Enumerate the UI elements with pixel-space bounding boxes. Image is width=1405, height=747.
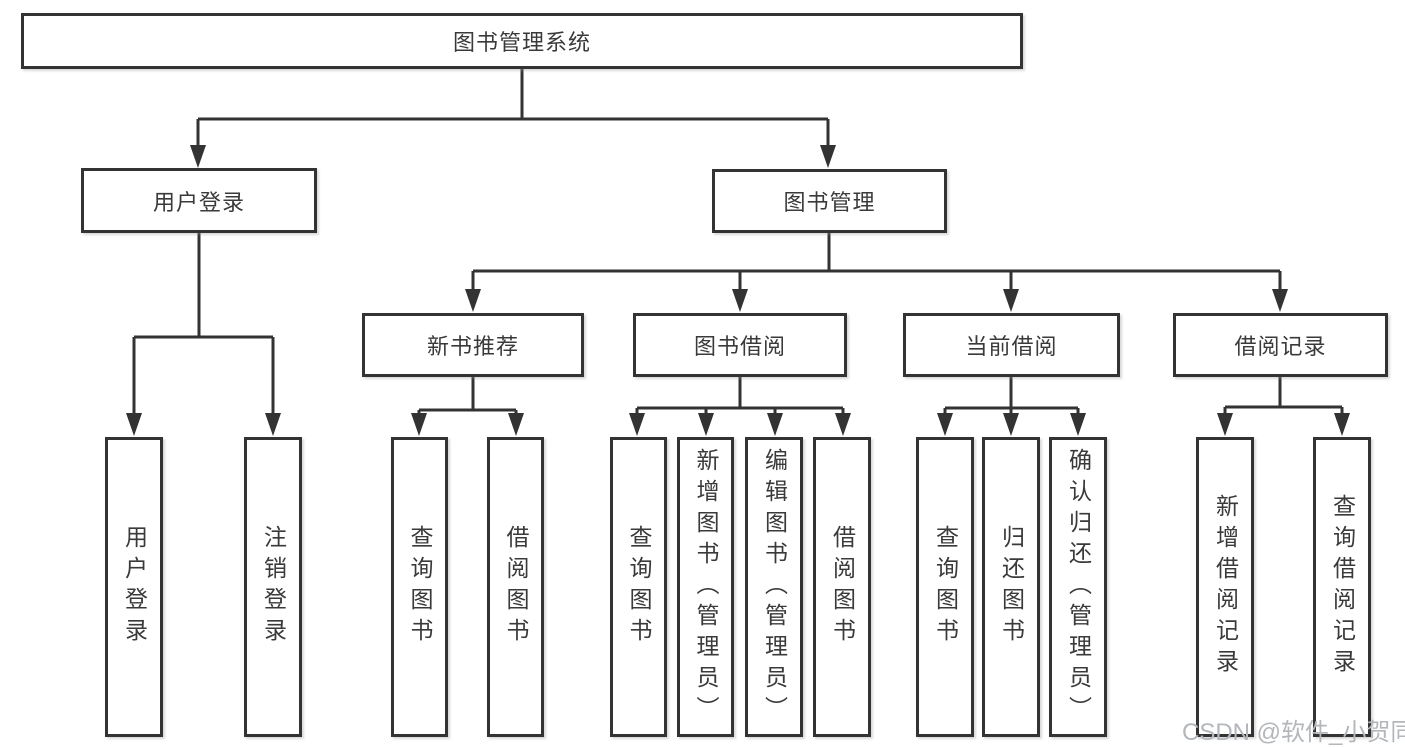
node-book-mgmt: 图书管理 (712, 169, 947, 233)
node-current-borrow: 当前借阅 (903, 313, 1120, 377)
leaf-record-add: 新增借阅记录 (1196, 437, 1254, 737)
leaf-record-query: 查询借阅记录 (1313, 437, 1371, 737)
edges-root (196, 69, 830, 148)
leaf-borrow-edit: 编辑图书（管理员） (745, 437, 803, 737)
leaf-newbook-query: 查询图书 (391, 437, 448, 737)
node-borrow-record: 借阅记录 (1173, 313, 1388, 377)
leaf-current-query: 查询图书 (916, 437, 974, 737)
leaf-current-return: 归还图书 (982, 437, 1040, 737)
node-user-login: 用户登录 (81, 168, 317, 233)
arrowheads-new-book (411, 413, 524, 436)
edges-current-borrow (943, 377, 1080, 416)
node-new-book: 新书推荐 (362, 313, 584, 377)
leaf-user-login: 用户登录 (105, 437, 163, 737)
node-root: 图书管理系统 (21, 13, 1023, 69)
edges-borrow-record (1223, 377, 1344, 416)
arrowheads-book-mgmt (465, 289, 1288, 312)
arrowheads-current-borrow (937, 413, 1086, 436)
leaf-logout: 注销登录 (244, 437, 302, 737)
leaf-current-confirm: 确认归还（管理员） (1049, 437, 1107, 737)
leaf-borrow-query: 查询图书 (610, 437, 667, 737)
leaf-newbook-borrow: 借阅图书 (487, 437, 544, 737)
edges-book-borrow (635, 377, 845, 416)
leaf-borrow-add: 新增图书（管理员） (677, 437, 734, 737)
watermark: CSDN @软件_小贺同学 (1182, 719, 1405, 746)
arrowheads-borrow-record (1217, 413, 1350, 436)
leaf-borrow-borrow: 借阅图书 (813, 437, 871, 737)
edges-book-mgmt (471, 233, 1282, 292)
arrowheads-user-login (126, 413, 281, 436)
arrowheads-book-borrow (629, 413, 851, 436)
edges-user-login (132, 233, 275, 416)
arrowheads-root (190, 145, 836, 168)
node-book-borrow: 图书借阅 (633, 313, 847, 377)
edges-new-book (417, 377, 518, 416)
